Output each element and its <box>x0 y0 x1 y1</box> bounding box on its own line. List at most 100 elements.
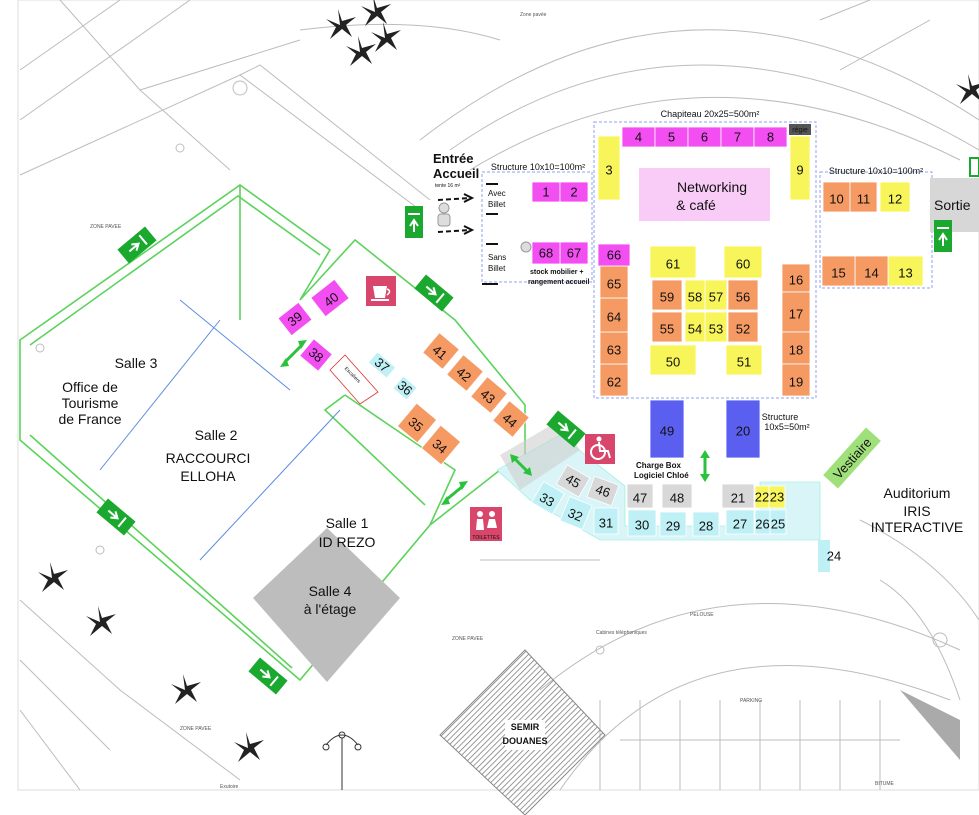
booth-number: 20 <box>736 423 750 438</box>
booth-number: 17 <box>789 306 803 321</box>
booth-rect <box>721 483 755 509</box>
sans-billet-label-2: Billet <box>488 264 506 273</box>
booth-32: 32 <box>559 495 593 531</box>
booth-rect <box>310 278 350 318</box>
booth-rect <box>651 279 683 311</box>
structure-20-label-1: Structure <box>762 412 799 422</box>
salles-inner-lines <box>99 299 341 561</box>
booth-rect <box>599 265 629 299</box>
palm-tree-icon <box>171 674 201 704</box>
booth-number: 13 <box>898 265 912 280</box>
accueil-label: Accueil <box>433 166 479 181</box>
booth-65: 65 <box>599 265 629 299</box>
booth-number: 10 <box>829 191 843 206</box>
parking-label: PARKING <box>740 698 762 704</box>
booth-number: 47 <box>633 490 647 505</box>
booth-rect <box>659 511 687 537</box>
booth-number: 51 <box>737 354 751 369</box>
booth-61: 61 <box>649 245 697 279</box>
booth-9: 9 <box>789 135 811 201</box>
booth-rect <box>661 483 693 509</box>
salle4-area <box>253 528 400 682</box>
booth-3: 3 <box>597 135 621 201</box>
booth-number: 25 <box>771 516 785 531</box>
auditorium-label: Auditorium <box>884 485 951 501</box>
palm-tree-icon <box>234 732 264 762</box>
palm-tree-icon <box>346 36 376 66</box>
exutoire-label: Exutoire <box>220 784 239 790</box>
booth-rect <box>299 338 333 372</box>
booth-16: 16 <box>781 263 811 293</box>
booth-rect <box>725 509 755 535</box>
avec-billet-label-1: Avec <box>488 189 506 198</box>
booth-38: 38 <box>299 338 333 372</box>
palm-tree-icon <box>326 9 356 39</box>
booth-44: 44 <box>492 400 530 438</box>
booth-number: 54 <box>688 321 702 336</box>
booth-4: 4 <box>621 126 656 148</box>
exit-sign-icon <box>969 157 979 177</box>
booth-rect <box>753 126 788 148</box>
salle4-label: Salle 4 <box>309 583 352 599</box>
booth-number: 23 <box>770 489 784 504</box>
palm-tree-icon <box>86 606 116 636</box>
salle4-floor-label: à l'étage <box>304 601 357 617</box>
booth-5: 5 <box>654 126 689 148</box>
booth-number: 2 <box>570 184 577 199</box>
booth-rect <box>684 279 706 311</box>
booth-number: 57 <box>709 289 723 304</box>
sans-billet-label-1: Sans <box>488 253 506 262</box>
booth-number: 18 <box>789 342 803 357</box>
booth-36: 36 <box>392 375 418 401</box>
booth-18: 18 <box>781 331 811 365</box>
booth-number: 21 <box>731 490 745 505</box>
regie-area <box>789 124 811 135</box>
semir-douanes-area: SEMIR DOUANES <box>439 649 606 815</box>
booth-rect <box>822 181 851 213</box>
booth-33: 33 <box>531 481 565 515</box>
booth-68: 68 <box>531 241 561 265</box>
booth-number: 8 <box>767 129 774 144</box>
palm-trees <box>38 0 979 762</box>
booth-rect <box>692 511 720 537</box>
office-label-1: Office de <box>62 379 118 395</box>
escaliers-area: Escaliers <box>329 354 379 405</box>
booth-rect <box>727 279 759 311</box>
booth-27: 27 <box>725 509 755 535</box>
booth-rect <box>597 243 631 267</box>
semir-label: SEMIR <box>511 722 540 732</box>
booth-number: 3 <box>605 162 612 177</box>
douanes-label: DOUANES <box>502 736 547 746</box>
booth-rect <box>599 363 629 397</box>
booth-number: 27 <box>733 516 747 531</box>
booth-number: 14 <box>864 265 878 280</box>
booth-46: 46 <box>586 475 620 507</box>
booth-rect <box>649 344 697 376</box>
booth-rect <box>821 255 856 287</box>
booth-rect <box>789 135 811 201</box>
stock-label-2: rangement accueil <box>528 279 590 286</box>
booth-number: 52 <box>736 321 750 336</box>
regie-label: régie <box>792 127 808 134</box>
booth-29: 29 <box>659 511 687 537</box>
bitume-label: BITUME <box>875 781 895 787</box>
palm-tree-icon <box>38 562 68 592</box>
avec-billet-label-2: Billet <box>488 200 506 209</box>
booth-rect <box>754 509 771 535</box>
booth-number: 12 <box>888 191 902 206</box>
booth-number: 29 <box>666 518 680 533</box>
booth-rect <box>559 181 589 203</box>
booth-rect <box>470 376 508 414</box>
booth-number: 53 <box>709 321 723 336</box>
booth-number: 32 <box>566 505 585 524</box>
booth-number: 24 <box>827 548 841 563</box>
booth-number: 63 <box>607 342 621 357</box>
booth-rect <box>651 311 683 343</box>
booth-rect <box>723 245 763 279</box>
booth-17: 17 <box>781 291 811 333</box>
booth-number: 45 <box>563 471 583 491</box>
booth-rect <box>725 399 761 459</box>
booth-number: 1 <box>542 184 549 199</box>
booth-rect <box>781 263 811 293</box>
